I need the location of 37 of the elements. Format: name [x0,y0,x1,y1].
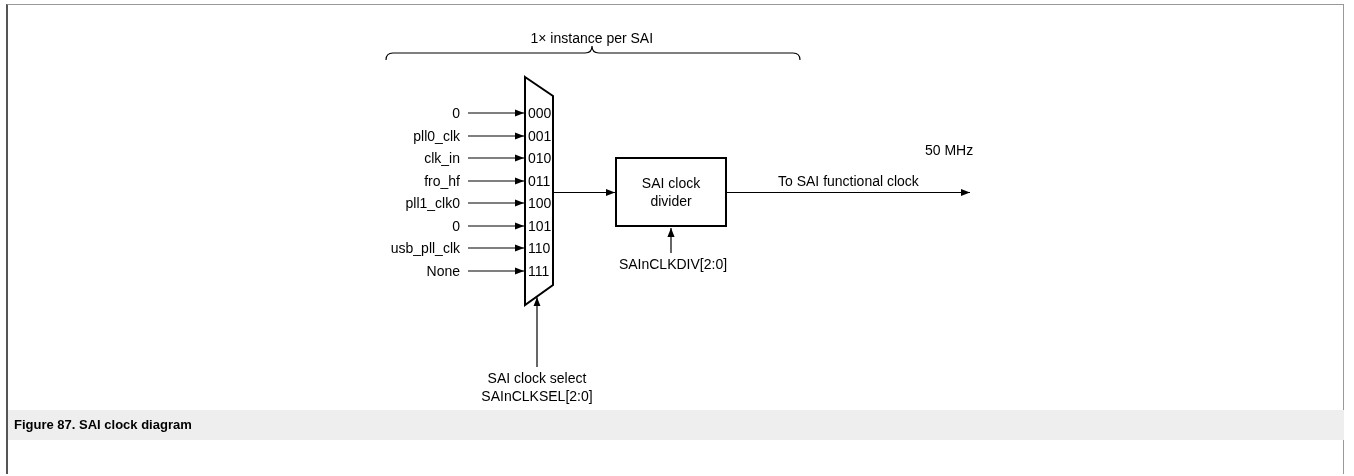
input-code: 001 [528,128,552,144]
arrow [467,267,525,275]
arrow [467,199,525,207]
signal-label: SAInCLKDIV[2:0] [617,255,729,273]
edge-label: To SAI functional clock [776,172,921,189]
arrow [726,188,971,197]
arrow [467,222,525,230]
figure-caption: Figure 87. SAI clock diagram [14,417,192,433]
signal-label: usb_pll_clk [389,239,460,257]
input-code: 100 [528,195,552,211]
arrow [467,244,525,252]
signal-label: SAInCLKSEL[2:0] [480,387,594,405]
process-box: SAI clock divider [615,157,727,227]
input-code: 101 [528,218,552,234]
frequency-label: 50 MHz [925,142,974,158]
input-code: 010 [528,150,552,166]
multiplexer [524,76,554,306]
input-code: 110 [528,240,551,256]
signal-label: None [425,262,460,280]
input-code: 011 [528,173,551,189]
signal-label: pll1_clk0 [404,194,460,212]
arrow [533,296,541,368]
arrow [553,188,616,197]
signal-label: clk_in [423,149,460,167]
arrow [467,109,525,117]
signal-label: SAI clock select [486,369,588,387]
arrow [467,132,525,140]
signal-label: 0 [451,217,460,235]
signal-label: 0 [451,104,460,122]
input-code: 000 [528,105,552,121]
group-label: 1× instance per SAI [530,30,654,46]
signal-label: pll0_clk [412,127,460,145]
arrow [667,227,675,254]
arrow [467,154,525,162]
input-code: 111 [528,263,550,279]
arrow [467,177,525,185]
signal-label: fro_hf [423,172,460,190]
